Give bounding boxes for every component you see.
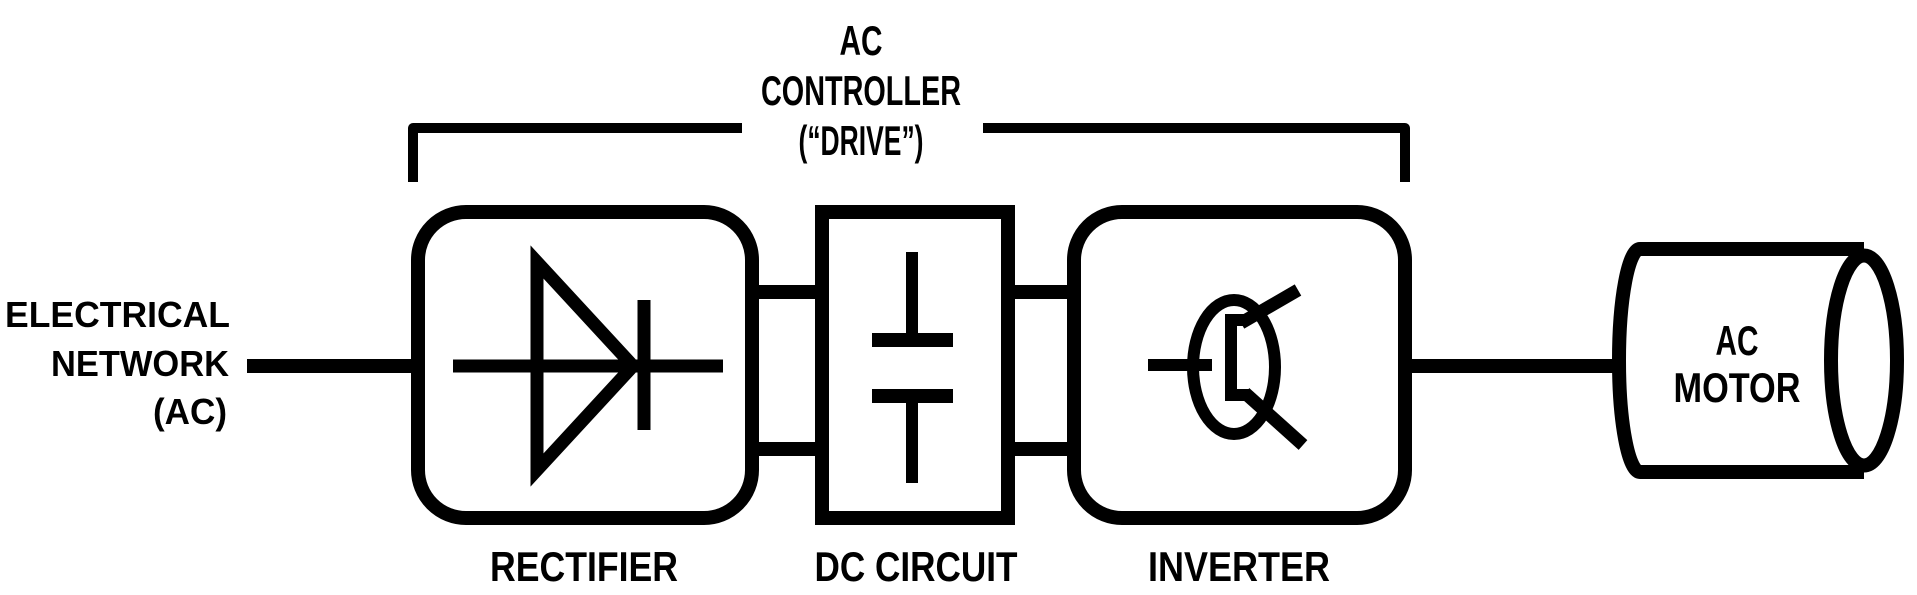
drive-bracket-label-line3: (“DRIVE”) <box>799 117 924 164</box>
drive-bracket-label-line1: AC <box>840 17 883 64</box>
ac-motor-label-line1: AC <box>1716 317 1759 364</box>
electrical-network-label-line1: ELECTRICAL <box>5 294 230 335</box>
drive-bracket-label: AC CONTROLLER (“DRIVE”) <box>761 17 961 164</box>
motor-body <box>1612 242 1864 479</box>
motor-end-cap <box>1824 248 1904 473</box>
capacitor-icon <box>872 252 953 483</box>
dc-circuit-label: DC CIRCUIT <box>815 543 1018 590</box>
inverter-box <box>1067 205 1412 525</box>
electrical-network-label-line3: (AC) <box>153 391 227 432</box>
ac-motor: AC MOTOR <box>1612 242 1904 479</box>
drive-bracket <box>408 123 1410 182</box>
electrical-network-label: ELECTRICAL NETWORK (AC) <box>5 294 230 432</box>
ac-motor-label-line2: MOTOR <box>1674 364 1801 411</box>
electrical-network-label-line2: NETWORK <box>51 343 229 384</box>
rectifier-label: RECTIFIER <box>490 543 678 590</box>
inverter-label: INVERTER <box>1148 543 1330 590</box>
diode-icon <box>453 245 723 487</box>
drive-bracket-label-line2: CONTROLLER <box>761 67 961 114</box>
transistor-icon <box>1148 284 1308 450</box>
